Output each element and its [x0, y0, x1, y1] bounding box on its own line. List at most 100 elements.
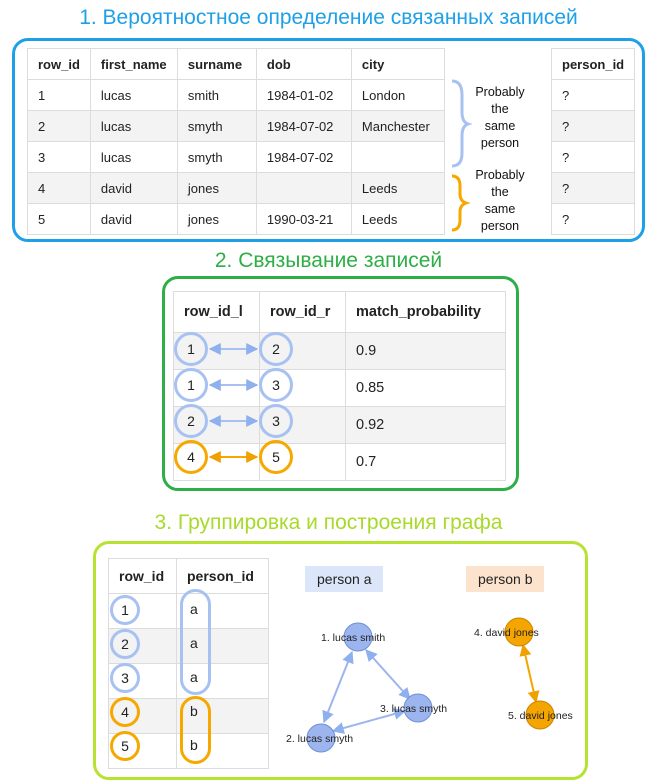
brace-group-a [451, 79, 473, 168]
group-label-line: person [480, 219, 520, 233]
person-b-label: person b [466, 566, 545, 592]
table-cell [255, 172, 352, 204]
graph-edge [322, 650, 354, 724]
table-cell: david [89, 203, 178, 235]
graph-node-label: 4. david jones [474, 627, 539, 639]
cluster-person-id: a [190, 601, 198, 617]
graph-edge [331, 708, 407, 734]
cluster-person-id: a [190, 635, 198, 651]
table-cell: 0.9 [345, 332, 506, 370]
graph-edge [519, 643, 540, 704]
table-cell: ? [550, 79, 636, 111]
graph-node-label: 3. lucas smyth [380, 703, 447, 715]
graph-node-3 [403, 693, 433, 723]
person-a-label: person a [305, 566, 384, 592]
table-row: 3 lucas smyth 1984-07-02 [27, 141, 445, 173]
cluster-row-id: 5 [110, 731, 140, 761]
cluster-b-oval [180, 696, 211, 764]
group-label-line: same [484, 202, 516, 216]
group-label-line: same [484, 119, 516, 133]
section-2-title: 2. Связывание записей [214, 249, 443, 272]
table-cell: 1 [27, 79, 91, 111]
group-label-line: the [491, 102, 509, 116]
records-header-row: row_id first_name surname dob city [27, 48, 445, 80]
table-row: 2 lucas smyth 1984-07-02 Manchester [27, 110, 445, 142]
graph-node-2 [306, 723, 336, 753]
table-cell: lucas [89, 141, 178, 173]
column-header-person-id: person_id [550, 48, 636, 80]
table-cell: david [89, 172, 178, 204]
table-cell: 5 [27, 203, 91, 235]
group-label-line: Probably [475, 168, 525, 182]
cluster-person-id: b [190, 737, 198, 753]
column-header-city: city [350, 48, 445, 80]
brace-group-b [451, 174, 471, 232]
table-row: ? [550, 203, 636, 235]
link-right-id: 3 [259, 368, 293, 402]
group-label-line: Probably [475, 85, 525, 99]
graph-node-label: 2. lucas smyth [286, 733, 353, 745]
table-cell: jones [176, 203, 257, 235]
cluster-row-id: 4 [110, 697, 140, 727]
column-header-row-id-l: row_id_l [173, 291, 260, 333]
cluster-person-id: b [190, 703, 198, 719]
table-cell: ? [550, 110, 636, 142]
table-cell: 0.92 [345, 406, 506, 444]
cluster-person-id: a [190, 669, 198, 685]
table-cell: 2 [27, 110, 91, 142]
link-right-id: 5 [259, 440, 293, 474]
table-cell: Manchester [350, 110, 445, 142]
table-cell: smyth [176, 110, 257, 142]
table-cell: jones [176, 172, 257, 204]
column-header-match-probability: match_probability [345, 291, 506, 333]
link-left-id: 2 [174, 404, 208, 438]
column-header-first-name: first_name [89, 48, 178, 80]
person-id-table: person_id ? ? ? ? ? [550, 48, 636, 235]
group-label-line: person [480, 136, 520, 150]
table-cell: Leeds [350, 203, 445, 235]
group-label-b: Probably the same person [470, 167, 530, 235]
link-left-id: 4 [174, 440, 208, 474]
link-left-id: 1 [174, 368, 208, 402]
column-header-dob: dob [255, 48, 352, 80]
table-row: ? [550, 172, 636, 204]
column-header-row-id-r: row_id_r [259, 291, 346, 333]
graph-node-1 [343, 622, 373, 652]
group-label-line: the [491, 185, 509, 199]
table-row: 5 david jones 1990-03-21 Leeds [27, 203, 445, 235]
table-cell: 1984-07-02 [255, 141, 352, 173]
table-cell: 1984-01-02 [255, 79, 352, 111]
table-row: 4 david jones Leeds [27, 172, 445, 204]
table-cell: lucas [89, 79, 178, 111]
cluster-row-id: 1 [110, 595, 140, 625]
graph-node-5 [525, 700, 555, 730]
link-left-id: 1 [174, 332, 208, 366]
person-id-header-row: person_id [550, 48, 636, 80]
section-3-title: 3. Группировка и построения графа [154, 511, 503, 534]
link-right-id: 2 [259, 332, 293, 366]
section-2-frame [162, 276, 519, 491]
cluster-row-id: 3 [110, 663, 140, 693]
link-right-id: 3 [259, 404, 293, 438]
table-cell: 0.7 [345, 443, 506, 481]
table-row: ? [550, 79, 636, 111]
table-row: ? [550, 110, 636, 142]
table-cell: ? [550, 203, 636, 235]
column-header-row-id: row_id [27, 48, 91, 80]
section-1-frame [12, 38, 645, 242]
section-1-title: 1. Вероятностное определение связанных з… [79, 6, 578, 29]
group-label-a: Probably the same person [470, 84, 530, 152]
section-3-frame [93, 541, 588, 780]
table-cell: 0.85 [345, 369, 506, 407]
graph-node-4 [504, 617, 534, 647]
links-header-row: row_id_l row_id_r match_probability [173, 291, 506, 333]
table-cell: lucas [89, 110, 178, 142]
table-cell: ? [550, 172, 636, 204]
graph-node-label: 1. lucas smith [321, 632, 385, 644]
table-cell: Leeds [350, 172, 445, 204]
records-table: row_id first_name surname dob city 1 luc… [27, 48, 445, 235]
graph-edge [365, 649, 411, 700]
graph-node-label: 5. david jones [508, 710, 573, 722]
table-cell: 1984-07-02 [255, 110, 352, 142]
